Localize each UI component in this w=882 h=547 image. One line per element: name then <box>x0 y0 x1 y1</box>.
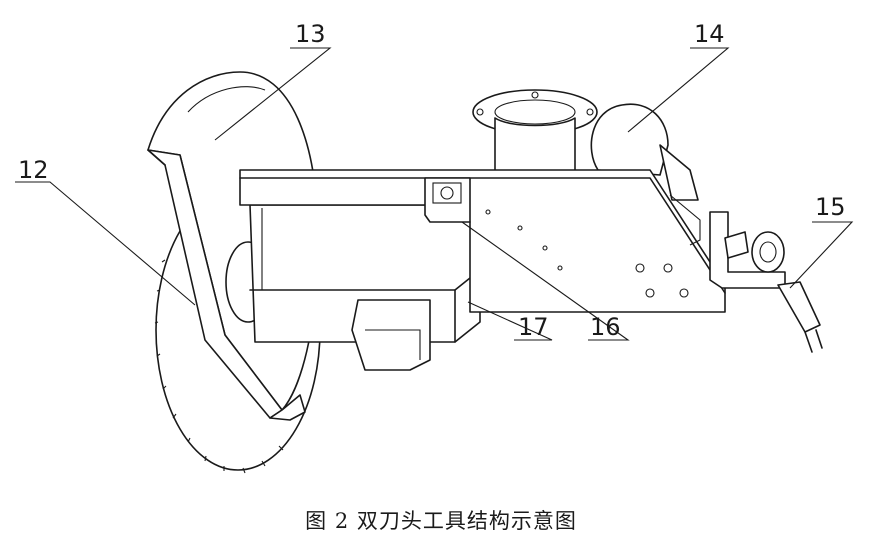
motor-14 <box>590 103 699 201</box>
top-flange <box>472 89 598 176</box>
label-14: 14 <box>694 20 725 48</box>
figure-caption: 图 2 双刀头工具结构示意图 <box>305 509 577 533</box>
callout-12: 12 <box>15 156 196 306</box>
callout-16: 16 <box>461 221 630 341</box>
callout-15: 15 <box>789 193 854 289</box>
label-16: 16 <box>590 313 621 341</box>
lower-bracket <box>351 299 431 371</box>
adjuster-15 <box>669 194 823 353</box>
label-13: 13 <box>295 20 326 48</box>
callout-17: 17 <box>467 301 553 341</box>
label-12: 12 <box>18 156 49 184</box>
sensor-box-16 <box>424 177 471 223</box>
callout-14: 14 <box>627 20 730 133</box>
label-15: 15 <box>815 193 846 221</box>
base-plate <box>239 169 726 313</box>
callout-13: 13 <box>214 20 332 141</box>
